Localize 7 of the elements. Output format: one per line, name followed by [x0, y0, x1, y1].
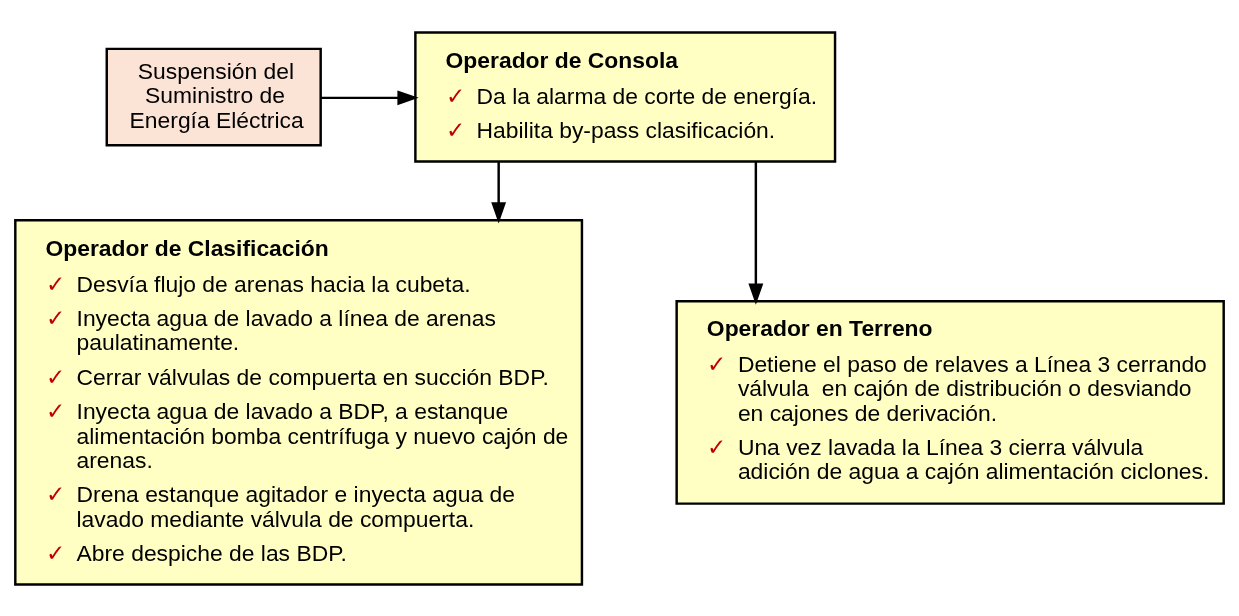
- node-box: Operador de Clasificación ✓ Desvía flujo de arenas hacia la cubeta. ✓ Inyecta agua de lavado a línea de arenas paulatinamente. ✓ Cerrar válvulas de compuerta en succión BDP. ✓ Inyecta agua de lavado a BDP, a estanque alimentación bomba centrífuga y nuevo cajón de arenas. ✓ Drena estanque agitador e inyecta agua de lavado mediante válvula de compuerta. ✓ Abre despiche de las BDP.: [14, 218, 584, 586]
- node-box: Operador de Consola ✓ Da la alarma de corte de energía. ✓ Habilita by-pass clasificación.: [414, 30, 837, 163]
- arrow: [320, 89, 419, 105]
- node-box: Suspensión del Suministro de Energía Eléctrica: [105, 47, 322, 146]
- arrow: [491, 161, 507, 223]
- arrow: [748, 161, 764, 305]
- node-box: Operador en Terreno ✓ Detiene el paso de relaves a Línea 3 cerrando válvula en cajón de distribución o desviando en cajones de derivación. ✓ Una vez lavada la Línea 3 cierra válvula adición de agua a cajón alimentación ciclones.: [675, 299, 1225, 505]
